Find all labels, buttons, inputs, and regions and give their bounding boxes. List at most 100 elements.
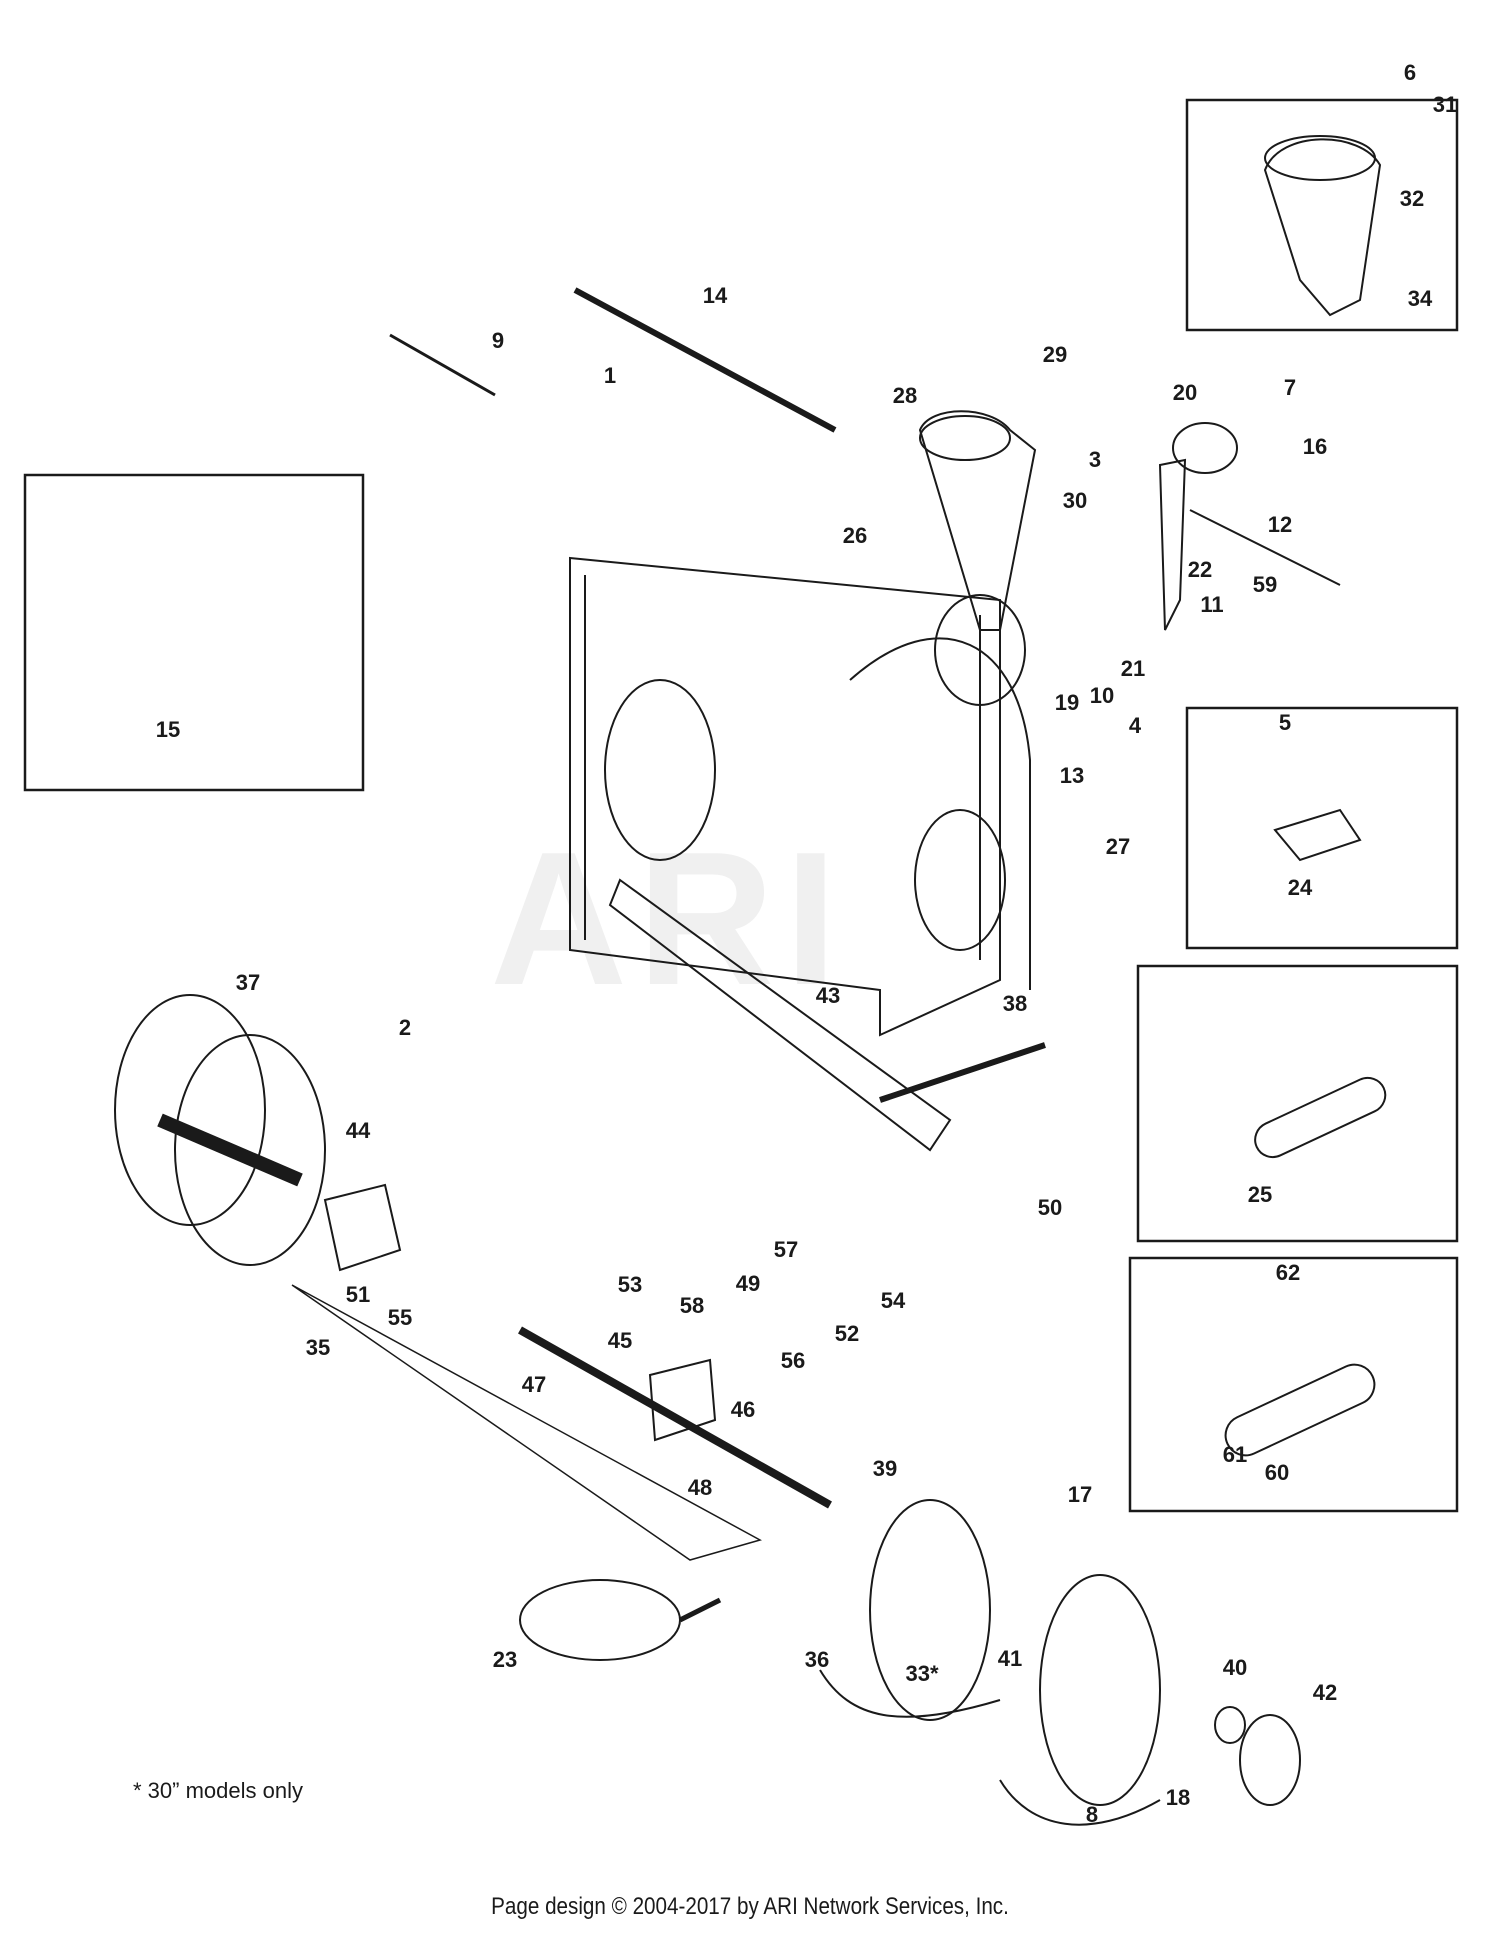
inset-shoe-61 (1128, 1256, 1459, 1513)
auger-flight-right-1 (869, 1499, 991, 1721)
part-label-23: 23 (493, 1647, 517, 1672)
inset-chute-opening (1264, 135, 1376, 181)
footnote: * 30” models only (133, 1778, 303, 1803)
inset-chute-top (1185, 98, 1459, 332)
part-label-33-star: 33* (905, 1661, 938, 1686)
part-label-57: 57 (774, 1237, 798, 1262)
part-label-24: 24 (1288, 875, 1313, 900)
auger-shaft-left (157, 1113, 303, 1187)
chute-crank-shaft (573, 287, 837, 433)
part-label-62: 62 (1276, 1260, 1300, 1285)
part-label-54: 54 (881, 1288, 906, 1313)
part-label-2: 2 (399, 1015, 411, 1040)
part-label-46: 46 (731, 1397, 755, 1422)
part-label-42: 42 (1313, 1680, 1337, 1705)
part-label-11: 11 (1200, 592, 1223, 617)
power-cord (519, 1579, 681, 1661)
part-label-21: 21 (1121, 656, 1145, 681)
inset-chute-body (1263, 138, 1382, 317)
part-label-1: 1 (604, 363, 616, 388)
part-label-43: 43 (816, 983, 840, 1008)
part-label-13: 13 (1060, 763, 1084, 788)
rod-9 (389, 333, 496, 397)
inset-shoe-24 (1185, 706, 1459, 950)
part-label-35: 35 (306, 1335, 330, 1360)
inset-shoe-25 (1136, 964, 1459, 1243)
part-label-34: 34 (1408, 286, 1433, 311)
part-label-38: 38 (1003, 991, 1027, 1016)
part-label-28: 28 (893, 383, 917, 408)
part-label-27: 27 (1106, 834, 1130, 859)
part-label-48: 48 (688, 1475, 712, 1500)
part-label-40: 40 (1223, 1655, 1247, 1680)
part-label-8: 8 (1086, 1802, 1098, 1827)
gearbox-half-44 (323, 1183, 402, 1272)
part-label-31: 31 (1433, 92, 1457, 117)
inset-belt-view (23, 473, 365, 792)
part-label-47: 47 (522, 1372, 546, 1397)
part-label-37: 37 (236, 970, 260, 995)
part-label-58: 58 (680, 1293, 704, 1318)
part-label-14: 14 (703, 283, 728, 308)
ari-watermark: ARI (490, 813, 848, 1025)
part-label-17: 17 (1068, 1482, 1092, 1507)
part-label-15: 15 (156, 717, 180, 742)
auger-housing (569, 556, 1001, 1037)
part-label-60: 60 (1265, 1460, 1289, 1485)
part-label-5: 5 (1279, 710, 1291, 735)
auger-blade-36b (999, 1779, 1161, 1826)
impeller-shell-disc (934, 594, 1026, 706)
shoe-61 (1224, 1363, 1376, 1457)
part-label-20: 20 (1173, 380, 1197, 405)
part-label-25: 25 (1248, 1182, 1272, 1207)
part-label-7: 7 (1284, 375, 1296, 400)
part-label-32: 32 (1400, 186, 1424, 211)
discharge-chute (918, 410, 1037, 631)
cable-59 (1189, 509, 1341, 586)
scraper-bar-43 (608, 878, 952, 1152)
chute-opening (919, 415, 1011, 461)
part-label-50: 50 (1038, 1195, 1062, 1220)
housing-right-oval (914, 809, 1006, 951)
part-label-55: 55 (388, 1305, 412, 1330)
part-label-41: 41 (998, 1646, 1022, 1671)
pulley-20 (1172, 422, 1238, 474)
part-label-26: 26 (843, 523, 867, 548)
auger-shaft-47 (518, 1326, 832, 1509)
part-label-51: 51 (346, 1282, 370, 1307)
part-label-39: 39 (873, 1456, 897, 1481)
gearbox-half-45 (648, 1358, 717, 1442)
part-label-59: 59 (1253, 572, 1277, 597)
part-label-18: 18 (1166, 1785, 1190, 1810)
auger-flight-left-1 (114, 994, 266, 1226)
part-label-6: 6 (1404, 60, 1416, 85)
part-label-45: 45 (608, 1328, 632, 1353)
bearing-18 (1214, 1706, 1246, 1744)
worm-shaft-50 (879, 1042, 1046, 1103)
idler-bracket (1158, 458, 1187, 631)
part-label-44: 44 (346, 1118, 371, 1143)
part-label-61: 61 (1223, 1442, 1247, 1467)
part-label-30: 30 (1063, 488, 1087, 513)
auger-blade-36a (819, 1669, 1001, 1718)
auger-flight-right-2 (1039, 1574, 1161, 1806)
part-label-9: 9 (492, 328, 504, 353)
part-label-10: 10 (1090, 683, 1114, 708)
part-label-53: 53 (618, 1272, 642, 1297)
part-label-29: 29 (1043, 342, 1067, 367)
part-label-4: 4 (1129, 713, 1142, 738)
page-footer: Page design © 2004-2017 by ARI Network S… (491, 1893, 1009, 1920)
housing-left-oval (604, 679, 716, 861)
part-label-16: 16 (1303, 434, 1327, 459)
shoe-24 (1273, 808, 1362, 862)
part-label-49: 49 (736, 1271, 760, 1296)
assembly-bracket-35 (291, 1284, 762, 1561)
cord-plug (678, 1597, 722, 1623)
part-label-3: 3 (1089, 447, 1101, 472)
part-label-22: 22 (1188, 557, 1212, 582)
shoe-25 (1254, 1076, 1387, 1159)
bearing-flange-42 (1239, 1714, 1301, 1806)
part-label-52: 52 (835, 1321, 859, 1346)
